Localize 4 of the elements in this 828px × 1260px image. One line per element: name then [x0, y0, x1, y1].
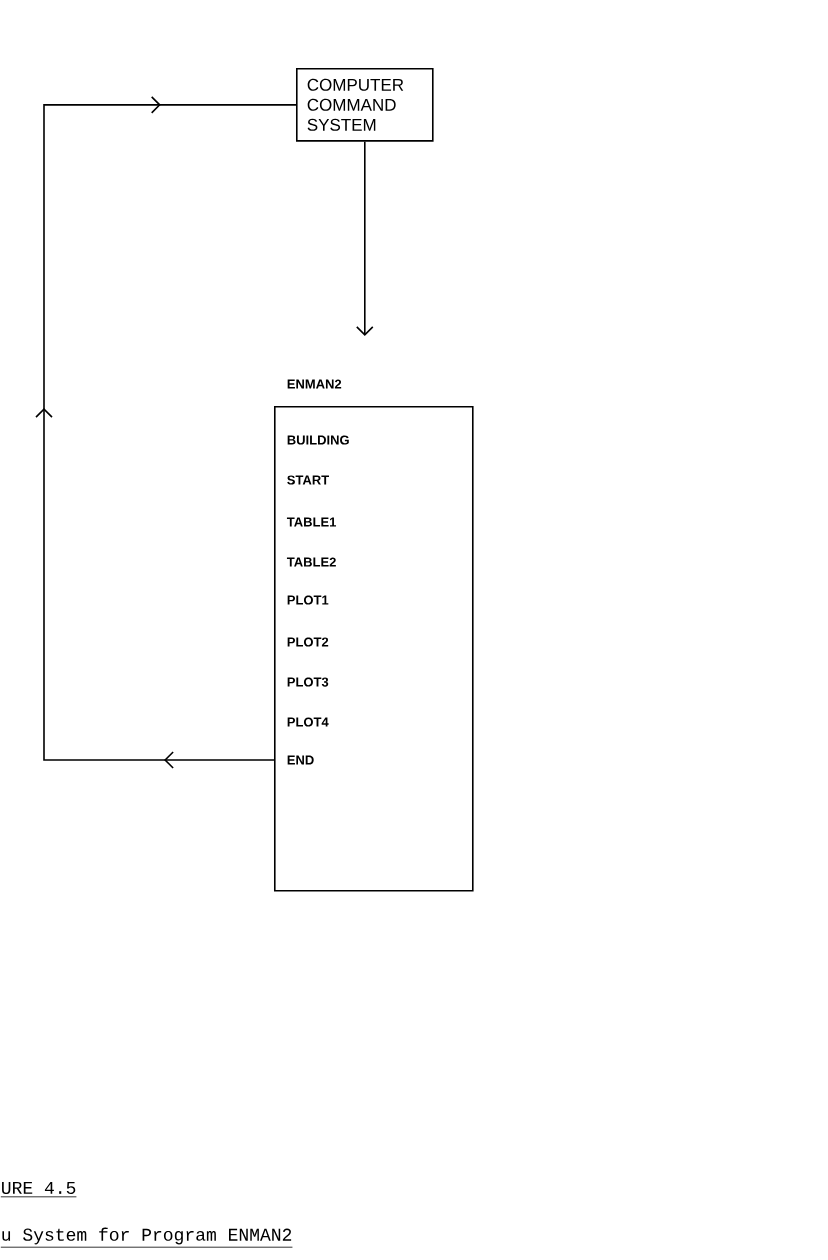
process-box: COMPUTER COMMAND SYSTEM [296, 68, 434, 142]
caption-line: URE 4.5 [0, 1182, 77, 1198]
caption-line: u System for Program ENMAN2 [0, 1227, 293, 1248]
arrow [356, 140, 374, 337]
